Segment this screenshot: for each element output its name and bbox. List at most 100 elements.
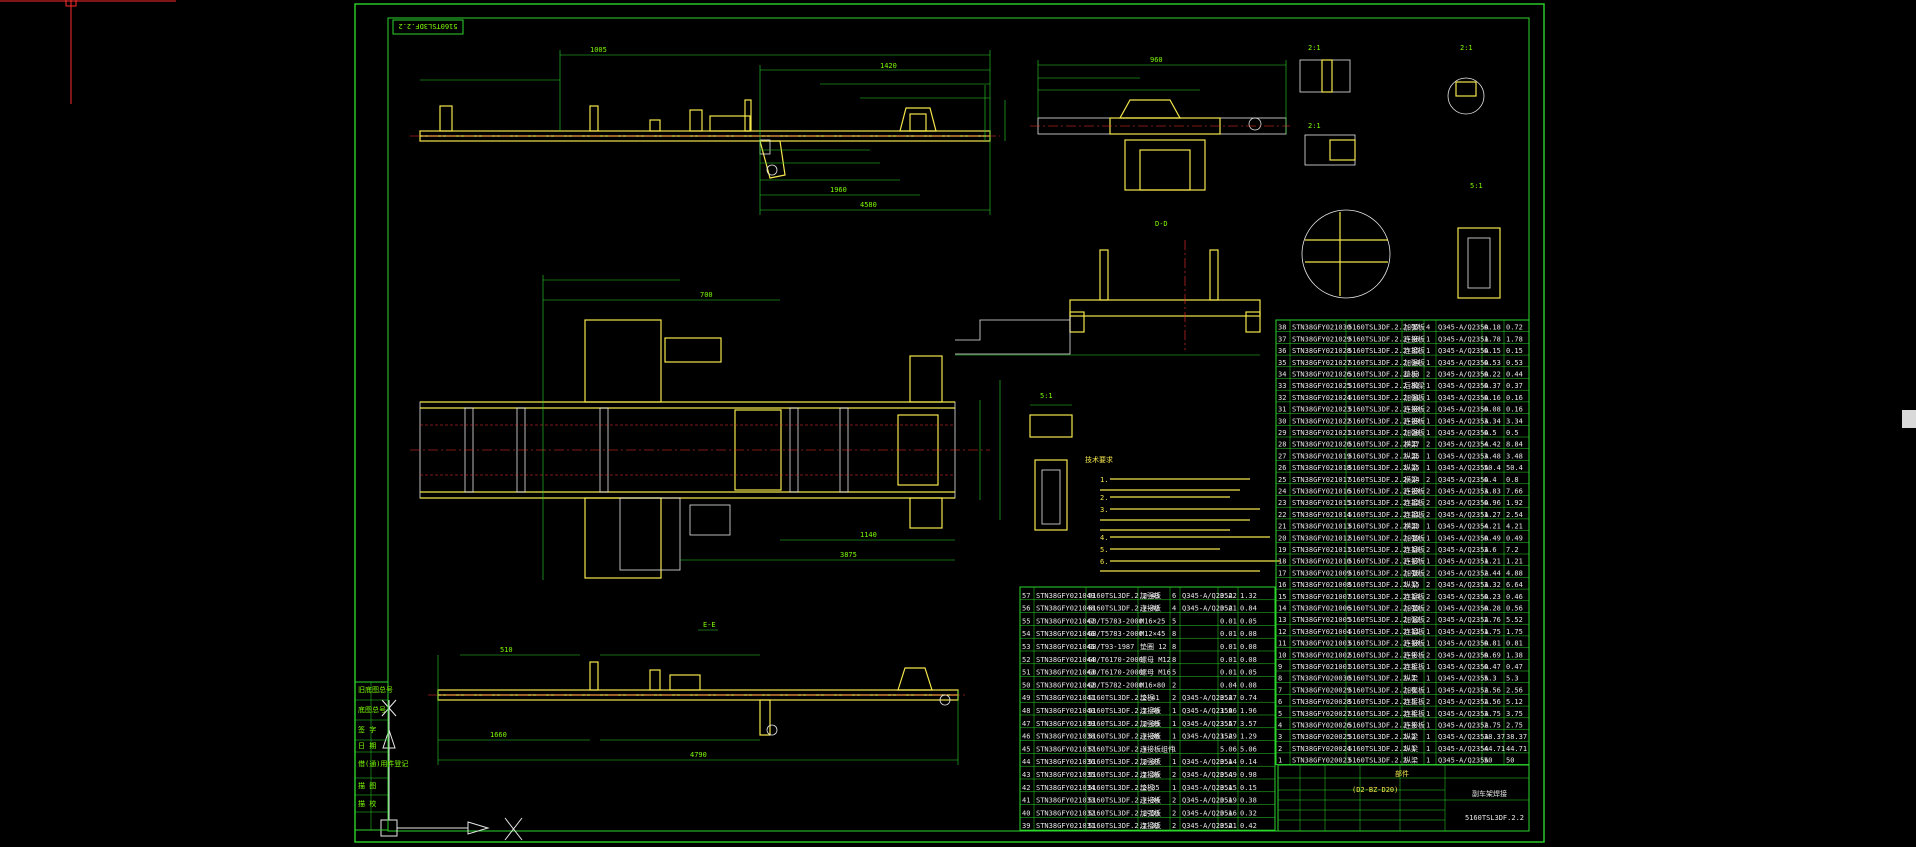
bom-right-cell: Q345-A/Q235A [1438,616,1489,624]
bom-mid-cell: STN38GFY021038 [1036,733,1095,741]
bom-mid-cell: 5160TSL3DF.2.2-39 [1088,720,1160,728]
bom-right-cell: 纵梁 [1404,463,1418,472]
bom-right-cell: 5160TSL3DF.2.2-27 [1348,441,1420,449]
bom-mid-cell: STN38GFY021033 [1036,797,1095,805]
bom-right-cell: 1 [1426,628,1430,636]
bom-mid-cell: 0.21 [1220,822,1237,830]
strip-label-3: 签 字 [358,725,376,734]
drawing-number-text: 5160TSL3DF.2.2 [398,22,457,30]
bom-right-cell: 2.75 [1506,722,1523,730]
bom-mid-cell: 0.98 [1240,771,1257,779]
bom-right-cell: 3.34 [1484,417,1501,425]
bom-right-cell: Q345-A/Q235A [1438,686,1489,694]
bom-right-cell: 加强板 [1404,358,1425,367]
bom-right-cell: 0.49 [1506,534,1523,542]
bom-right-cell: 34 [1278,371,1286,379]
bom-right-cell: 2 [1426,581,1430,589]
bom-right-cell: 2 [1426,593,1430,601]
bom-mid-cell: 0.14 [1220,758,1237,766]
bom-mid-cell: 垫圈 12 [1140,642,1167,651]
bom-right-cell: 0.81 [1484,640,1501,648]
bom-mid-cell: 53 [1022,643,1030,651]
bom-right-cell: 2 [1426,441,1430,449]
bom-right-cell: 3.75 [1484,710,1501,718]
bom-right-cell: 0.72 [1506,324,1523,332]
bom-right-cell: 1 [1426,675,1430,683]
bom-right-cell: 22 [1278,511,1286,519]
bom-mid-cell: 0.05 [1240,669,1257,677]
vertical-scrollbar[interactable] [1902,410,1916,428]
bom-mid-cell: STN38GFY021041 [1036,694,1095,702]
bom-right-cell: 38 [1278,324,1286,332]
bom-mid-cell: 48 [1022,707,1030,715]
bom-mid-cell: 垫板 [1140,783,1154,792]
bom-right-cell: Q345-A/Q235A [1438,733,1489,741]
bom-right-cell: 0.23 [1484,593,1501,601]
bom-right-cell: 0.47 [1506,663,1523,671]
bom-mid-cell: 5160TSL3DF.2.2-43 [1088,592,1160,600]
bom-mid-cell: 39 [1022,822,1030,830]
bom-mid-cell: 5160TSL3DF.2.2-36 [1088,771,1160,779]
bom-mid-cell: 4 [1172,605,1176,613]
bom-right-cell: Q345-A/Q235A [1438,335,1489,343]
bom-right-cell: 0.96 [1484,499,1501,507]
bom-right-cell: Q345-A/Q235A [1438,417,1489,425]
bom-right-cell: Q345-A/Q235A [1438,429,1489,437]
dim-text-10: 1660 [490,731,507,739]
bom-right-cell: 5160TSL3DF.2.2-22 [1348,499,1420,507]
bom-mid-cell: Q345-A/Q235A [1182,809,1233,817]
bom-mid-cell: 0.01 [1220,643,1237,651]
bom-right-cell: STN38GFY020023 [1292,757,1351,765]
bom-right-cell: 5160TSL3DF.2.2-8 [1348,663,1415,671]
bom-right-cell: 5160TSL3DF.2.2-34 [1348,359,1420,367]
dim-text-6: 700 [700,291,713,299]
bom-right-cell: 5160TSL3DF.2.2-18 [1348,546,1420,554]
bom-mid-cell: Q345-A/Q235A [1182,797,1233,805]
detail-scale-2: 2:1 [1308,122,1321,130]
bom-right-cell: 2 [1426,406,1430,414]
bom-mid-cell: STN38GFY021031 [1036,822,1095,830]
bom-right-cell: 5160TSL3DF.2.2-31 [1348,394,1420,402]
bom-right-cell: 连接板 [1404,487,1425,496]
bom-mid-cell: 41 [1022,797,1030,805]
bom-right-cell: 1 [1426,429,1430,437]
section-dd-label: D-D [1155,220,1168,228]
bom-mid-cell: STN38GFY021045 [1036,643,1095,651]
bom-mid-cell: 52 [1022,656,1030,664]
detail-views: 2:1 2:1 2:1 5:1 [1299,44,1501,299]
bom-right-cell: 5160TSL3DF.2.2-35 [1348,347,1420,355]
bom-right-cell: 2.56 [1484,698,1501,706]
bom-mid-cell: 0.42 [1240,822,1257,830]
bom-right-cell: STN38GFY021026 [1292,371,1351,379]
bom-mid-cell: 0.37 [1220,694,1237,702]
bom-right-cell: 1 [1426,757,1430,765]
bom-mid-cell: Q345-A/Q235A [1182,605,1233,613]
bom-right-cell: 5160TSL3DF.2.2-6 [1348,686,1415,694]
bom-right-cell: STN38GFY021019 [1292,452,1351,460]
bom-mid-cell: Q345-A/Q235A [1182,707,1233,715]
bom-mid-cell: 0.04 [1220,681,1237,689]
bom-right-cell: 50 [1484,757,1492,765]
bom-right-cell: 8.84 [1506,441,1523,449]
bom-right-cell: 5160TSL3DF.2.2-21 [1348,511,1420,519]
bom-mid-cell: 0.05 [1240,617,1257,625]
bom-mid-cell: 2 [1172,681,1176,689]
title-drawing-number: 5160TSL3DF.2.2 [1465,814,1524,822]
bom-right-cell: 0.53 [1506,359,1523,367]
bom-mid-cell: 8 [1172,643,1176,651]
bom-right-cell: 1 [1426,335,1430,343]
bom-mid-cell: 5160TSL3DF.2.2-42 [1088,605,1160,613]
bom-right-cell: 3 [1278,733,1282,741]
bom-right-cell: 7.2 [1506,546,1519,554]
bom-mid-cell: 45 [1022,745,1030,753]
bom-mid-cell: 0.01 [1220,669,1237,677]
bom-right-cell: 5160TSL3DF.2.2-26 [1348,452,1420,460]
bom-mid-cell: 57 [1022,592,1030,600]
bom-right-cell: 5160TSL3DF.2.2-13 [1348,605,1420,613]
bom-right-cell: Q345-A/Q235A [1438,499,1489,507]
bom-right-cell: Q345-A/Q235A [1438,605,1489,613]
bom-right-cell: 连接板 [1404,721,1425,730]
bom-mid-cell: GB/T93-1987 [1088,643,1134,651]
bom-right-cell: 4.42 [1484,441,1501,449]
